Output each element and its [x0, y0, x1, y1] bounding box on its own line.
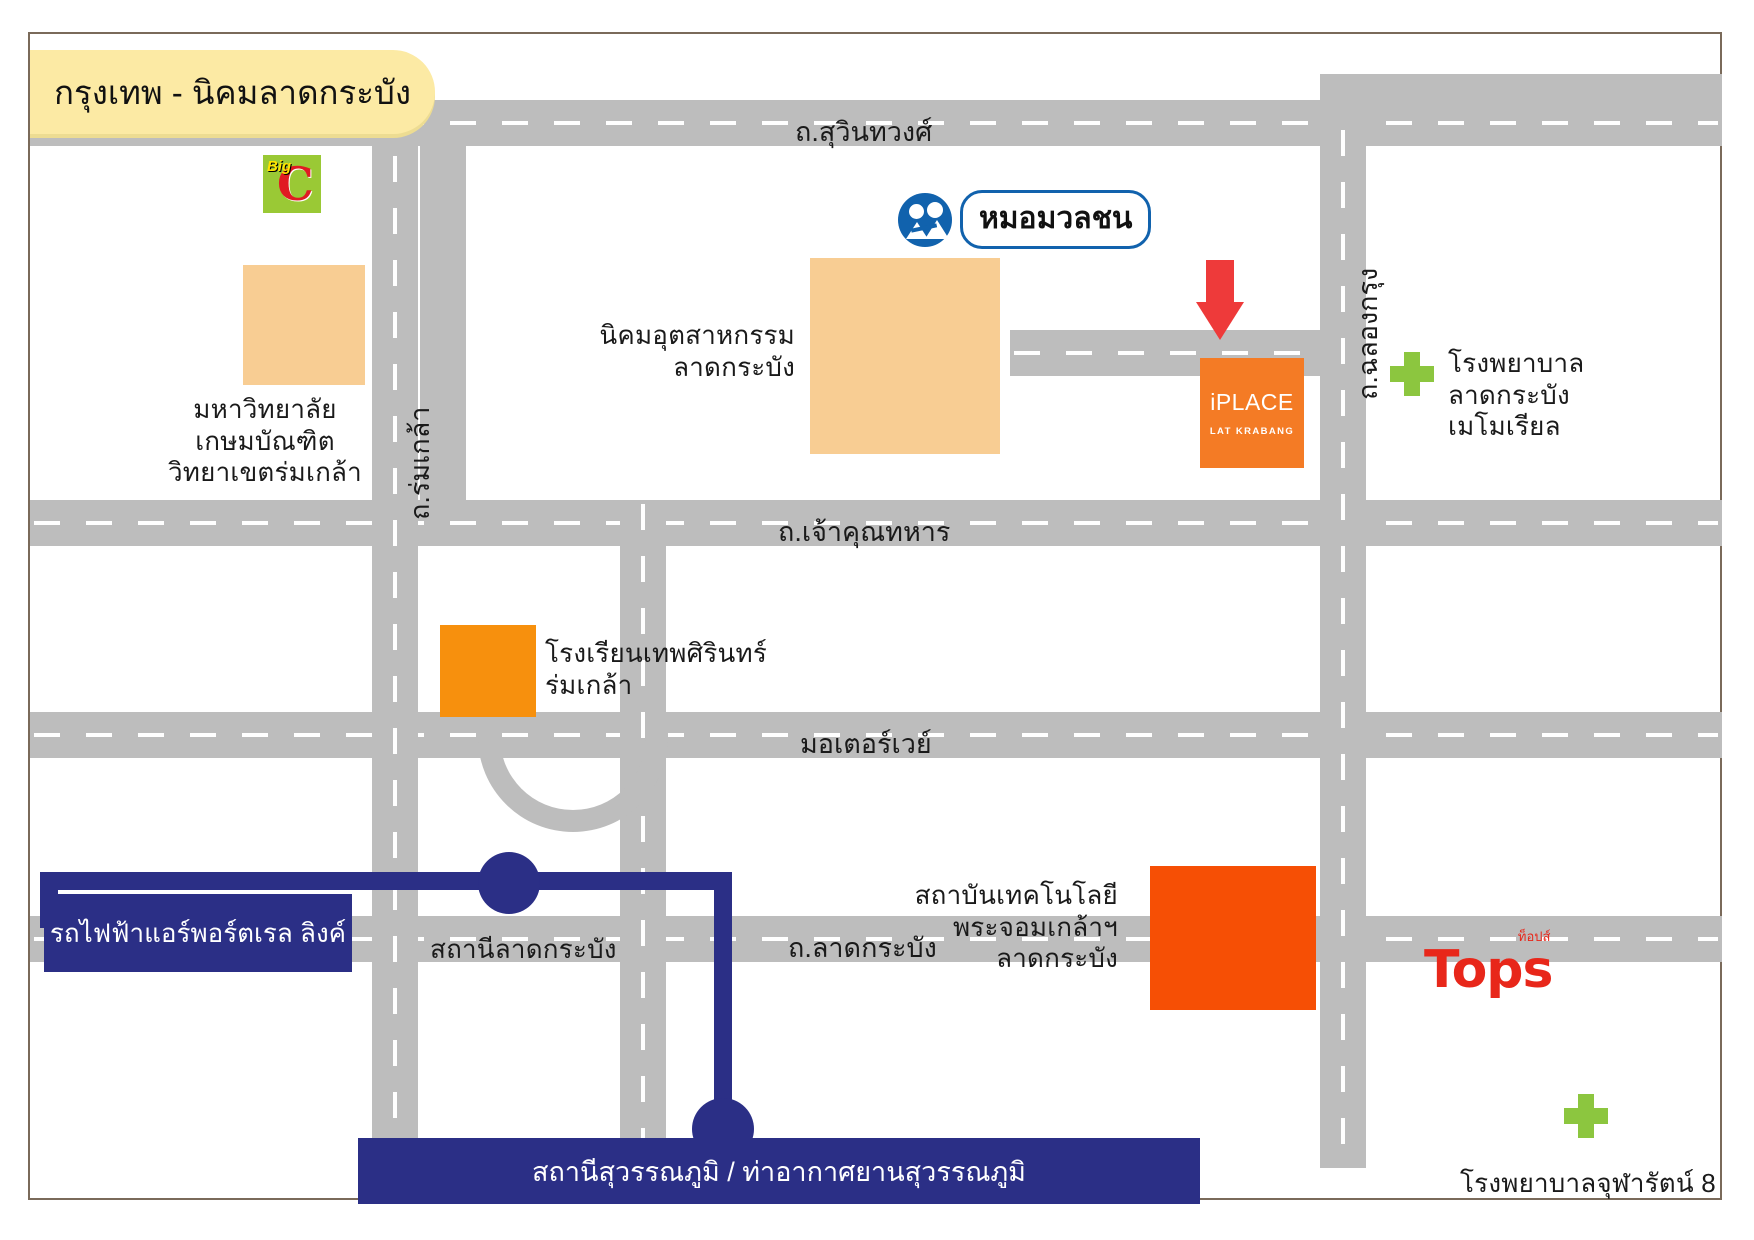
mor-muanchon-icon — [898, 192, 952, 247]
industrial-estate-block — [810, 258, 1000, 454]
airport-rail-link-horizontal — [40, 872, 732, 890]
road-dash — [34, 733, 1718, 737]
iplace-marker: iPLACE LAT KRABANG — [1200, 358, 1304, 468]
road-connector-top-right — [1320, 74, 1722, 120]
figure-head-left — [909, 203, 924, 219]
university-block — [243, 265, 365, 385]
mor-muanchon-label: หมอมวลชน — [979, 202, 1133, 235]
station-node-lat-krabang — [478, 852, 540, 914]
arrow-head — [1196, 302, 1244, 340]
school-block — [440, 625, 536, 717]
airport-rail-link-vertical-right — [714, 880, 732, 1130]
tops-logo: Tops ท็อปส์ — [1424, 929, 1553, 1000]
road-dash — [34, 937, 1718, 941]
road-dash — [34, 521, 1718, 525]
iplace-name: iPLACE — [1210, 389, 1294, 415]
road-label-chao-khun-thahan: ถ.เจ้าคุณทหาร — [778, 517, 951, 547]
school-label: โรงเรียนเทพศิรินทร์ ร่มเกล้า — [545, 638, 767, 700]
mor-muanchon-pill: หมอมวลชน — [960, 190, 1152, 249]
hospital-memorial-label: โรงพยาบาล ลาดกระบัง เมโมเรียล — [1448, 348, 1585, 442]
tops-wordmark: Tops — [1424, 940, 1553, 1000]
hospital-cross-icon — [1390, 352, 1434, 396]
big-c-wordmark: Big — [267, 158, 292, 175]
location-pointer-arrow — [1196, 260, 1244, 340]
road-dash — [641, 504, 645, 1164]
suvarnabhumi-label-box: สถานีสุวรรณภูมิ / ท่าอากาศยานสุวรรณภูมิ — [358, 1138, 1200, 1204]
road-dash — [1014, 351, 1314, 355]
university-label: มหาวิทยาลัย เกษมบัณฑิต วิทยาเขตร่มเกล้า — [168, 394, 362, 488]
figure-head-right — [927, 201, 943, 218]
road-dash — [393, 104, 397, 1164]
road-label-lat-krabang: ถ.ลาดกระบัง — [788, 933, 937, 963]
industrial-estate-label: นิคมอุตสาหกรรม ลาดกระบัง — [599, 320, 795, 382]
map-frame — [28, 32, 1722, 1200]
kmitl-label: สถาบันเทคโนโลยี พระจอมเกล้าฯ ลาดกระบัง — [914, 880, 1118, 974]
station-lat-krabang-label: สถานีลาดกระบัง — [430, 934, 617, 964]
hospital-chula-rat-label: โรงพยาบาลจุฬารัตน์ 8 — [1460, 1168, 1716, 1198]
iplace-branch: LAT KRABANG — [1209, 426, 1295, 437]
page-title: กรุงเทพ - นิคมลาดกระบัง — [54, 73, 411, 111]
big-c-logo: C Big — [263, 155, 321, 213]
suvarnabhumi-station-label: สถานีสุวรรณภูมิ / ท่าอากาศยานสุวรรณภูมิ — [532, 1156, 1026, 1187]
road-label-rom-klao: ถ.ร่มเกล้า — [405, 406, 435, 520]
big-c-mark: C — [277, 157, 314, 211]
road-label-suwinthawong: ถ.สุวินทวงศ์ — [795, 117, 933, 147]
mor-muanchon-badge: หมอมวลชน — [898, 190, 1152, 249]
road-vertical-estate — [420, 146, 466, 502]
road-dash — [34, 121, 1718, 125]
map-title-banner: กรุงเทพ - นิคมลาดกระบัง — [30, 50, 435, 134]
road-label-chalong-krung: ถ.ฉลองกรุง — [1353, 267, 1383, 400]
road-label-motorway: มอเตอร์เวย์ — [800, 729, 932, 759]
tops-sub-label: ท็อปส์ — [1517, 929, 1551, 944]
hospital-cross-icon — [1564, 1094, 1608, 1138]
airport-rail-link-label-box: รถไฟฟ้าแอร์พอร์ตเรล ลิงค์ — [44, 894, 352, 972]
kmitl-block — [1150, 866, 1316, 1010]
airport-rail-link-label: รถไฟฟ้าแอร์พอร์ตเรล ลิงค์ — [49, 917, 347, 948]
road-dash — [1341, 78, 1345, 1164]
arrow-stem — [1206, 260, 1234, 304]
